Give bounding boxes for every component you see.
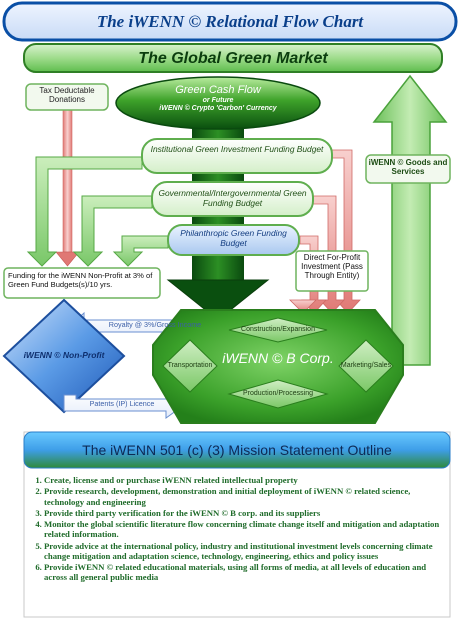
- goods-services-label: iWENN © Goods and Services: [368, 158, 448, 177]
- mission-item: Provide third party verification for the…: [44, 508, 444, 518]
- cash-flow-line2: or Future: [202, 96, 234, 104]
- title-banner: [2, 1, 458, 42]
- cash-flow-line3: iWENN © Crypto 'Carbon' Currency: [159, 104, 277, 112]
- mission-item: Create, license and or purchase iWENN re…: [44, 475, 444, 485]
- production-label: Production/Processing: [242, 390, 314, 397]
- direct-investment-box: [295, 250, 369, 292]
- institutional-budget: [141, 138, 333, 174]
- mission-item: Provide advice at the international poli…: [44, 541, 444, 562]
- funding-arrows: [26, 156, 169, 267]
- tax-donations-arrow: [55, 95, 80, 267]
- tax-donations-box: [25, 83, 109, 111]
- marketing-diamond: [338, 339, 394, 393]
- philanthropic-budget-label: Philanthropic Green Funding Budget: [180, 228, 287, 248]
- tax-donations-label: Tax Deductable Donations: [39, 86, 95, 105]
- construction-diamond: [228, 317, 328, 343]
- philanthropic-budget: [167, 224, 300, 256]
- green-cash-flow-node: [115, 76, 321, 130]
- page-title: The iWENN © Relational Flow Chart: [96, 12, 364, 31]
- bcorp-title: iWENN © B Corp.: [222, 350, 334, 366]
- production-diamond: [227, 379, 329, 409]
- patents-label: Patents (IP) Licence: [89, 399, 155, 408]
- global-green-market-title: The Global Green Market: [138, 50, 328, 67]
- nonprofit-funding-box: [3, 267, 161, 299]
- cash-flow-label: Green Cash Flow or Future iWENN © Crypto…: [132, 84, 304, 113]
- bcorp-node: [152, 309, 404, 424]
- transportation-label: Transportation: [167, 362, 213, 369]
- nonprofit-funding-label: Funding for the iWENN Non-Profit at 3% o…: [8, 271, 153, 289]
- nonprofit-node: [2, 298, 126, 414]
- transportation-diamond: [162, 339, 218, 393]
- construction-label: Construction/Expansion: [241, 326, 315, 333]
- marketing-label: Marketing/Sales: [340, 362, 392, 369]
- goods-services-box: [365, 154, 451, 184]
- mission-panel: [23, 431, 451, 618]
- nonprofit-label: iWENN © Non-Profit: [23, 350, 105, 360]
- global-green-market-bar: [23, 43, 443, 73]
- mission-title: The iWENN 501 (c) (3) Mission Statement …: [82, 442, 392, 458]
- institutional-budget-label: Institutional Green Investment Funding B…: [150, 144, 324, 154]
- governmental-budget: [151, 181, 314, 217]
- mission-list: Create, license and or purchase iWENN re…: [26, 475, 444, 584]
- royalty-label: Royalty @ 3%/Gross Income: [108, 320, 202, 329]
- direct-investment-label: Direct For-Profit Investment (Pass Throu…: [301, 253, 363, 281]
- mission-item: Provide iWENN © related educational mate…: [44, 562, 444, 583]
- mission-item: Provide research, development, demonstra…: [44, 486, 444, 507]
- mission-item: Monitor the global scientific literature…: [44, 519, 444, 540]
- governmental-budget-label: Governmental/Intergovernmental Green Fun…: [158, 188, 307, 208]
- cash-flow-line1: Green Cash Flow: [175, 84, 261, 96]
